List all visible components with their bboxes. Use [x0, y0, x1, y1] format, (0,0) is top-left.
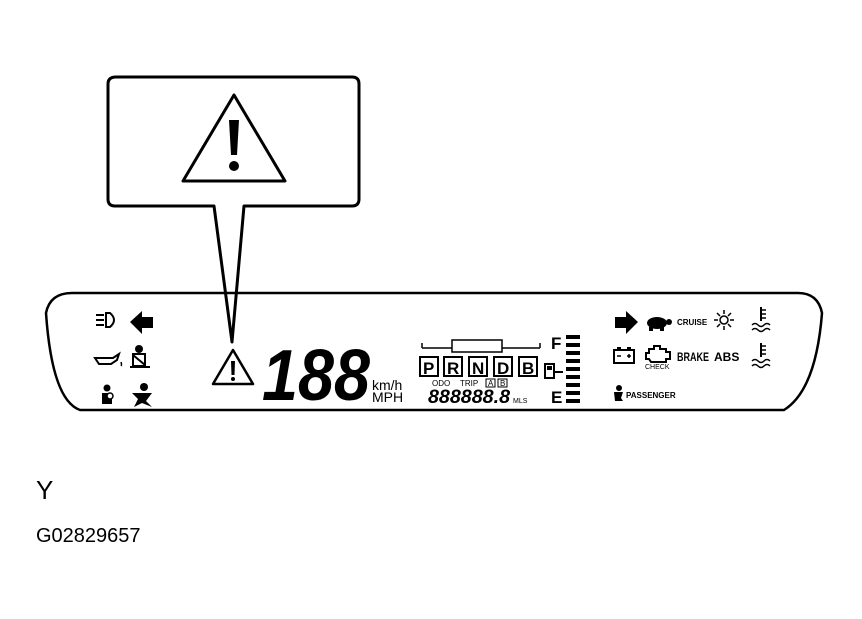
abs-label: ABS: [714, 350, 739, 364]
odometer-unit: MLS: [513, 398, 528, 405]
check-engine-icon: [645, 345, 671, 363]
passenger-label: PASSENGER: [626, 391, 676, 400]
speed-unit-kmh: km/h: [372, 377, 402, 393]
coolant-temp-icon: [751, 307, 771, 333]
speed-unit-mph: MPH: [372, 389, 403, 405]
gear-r: R: [447, 359, 459, 378]
odo-label: ODO: [432, 379, 450, 388]
turn-left-arrow-icon: [130, 311, 153, 334]
gear-p: P: [423, 359, 434, 378]
odometer-digits: 888888.8: [428, 387, 510, 408]
callout-balloon: [106, 75, 361, 344]
gear-b: B: [522, 359, 534, 378]
trip-a-box: A: [485, 378, 496, 388]
figure-id: G02829657: [36, 525, 141, 547]
master-warning-triangle-icon: [211, 348, 255, 386]
fuel-full-label: F: [551, 334, 561, 353]
trip-a-label: A: [488, 379, 494, 388]
turtle-icon: [647, 317, 672, 331]
battery-icon: [613, 347, 635, 364]
airbag-icon: [102, 384, 114, 404]
gear-selector: P R N D B: [419, 356, 538, 378]
trip-b-box: B: [497, 378, 508, 388]
gear-d: D: [497, 359, 509, 378]
airbag-passenger-icon: [132, 383, 152, 407]
passenger-airbag-small-icon: [614, 385, 623, 401]
fuel-pump-icon: [544, 363, 563, 379]
gear-n: N: [472, 359, 484, 378]
sun-icon: [714, 310, 734, 330]
oil-pressure-icon: [93, 351, 123, 367]
trip-b-label: B: [500, 379, 505, 388]
check-label: CHECK: [645, 364, 670, 371]
speed-readout: 188: [262, 336, 370, 416]
brake-label: BRAKE: [677, 350, 709, 364]
cruise-label: CRUISE: [677, 318, 708, 327]
fuel-empty-label: E: [551, 388, 562, 407]
coolant-temp-icon-2: [751, 343, 771, 369]
turn-right-arrow-icon: [615, 311, 638, 334]
warning-triangle-icon: [181, 93, 287, 183]
cluster-display-outline: [44, 291, 824, 412]
trip-label: TRIP: [460, 379, 478, 388]
caption-letter: Y: [36, 475, 53, 505]
fuel-gauge-bars: [566, 335, 580, 403]
gear-bar: [421, 339, 541, 353]
headlight-icon: [96, 312, 115, 328]
seatbelt-icon: [130, 345, 150, 368]
